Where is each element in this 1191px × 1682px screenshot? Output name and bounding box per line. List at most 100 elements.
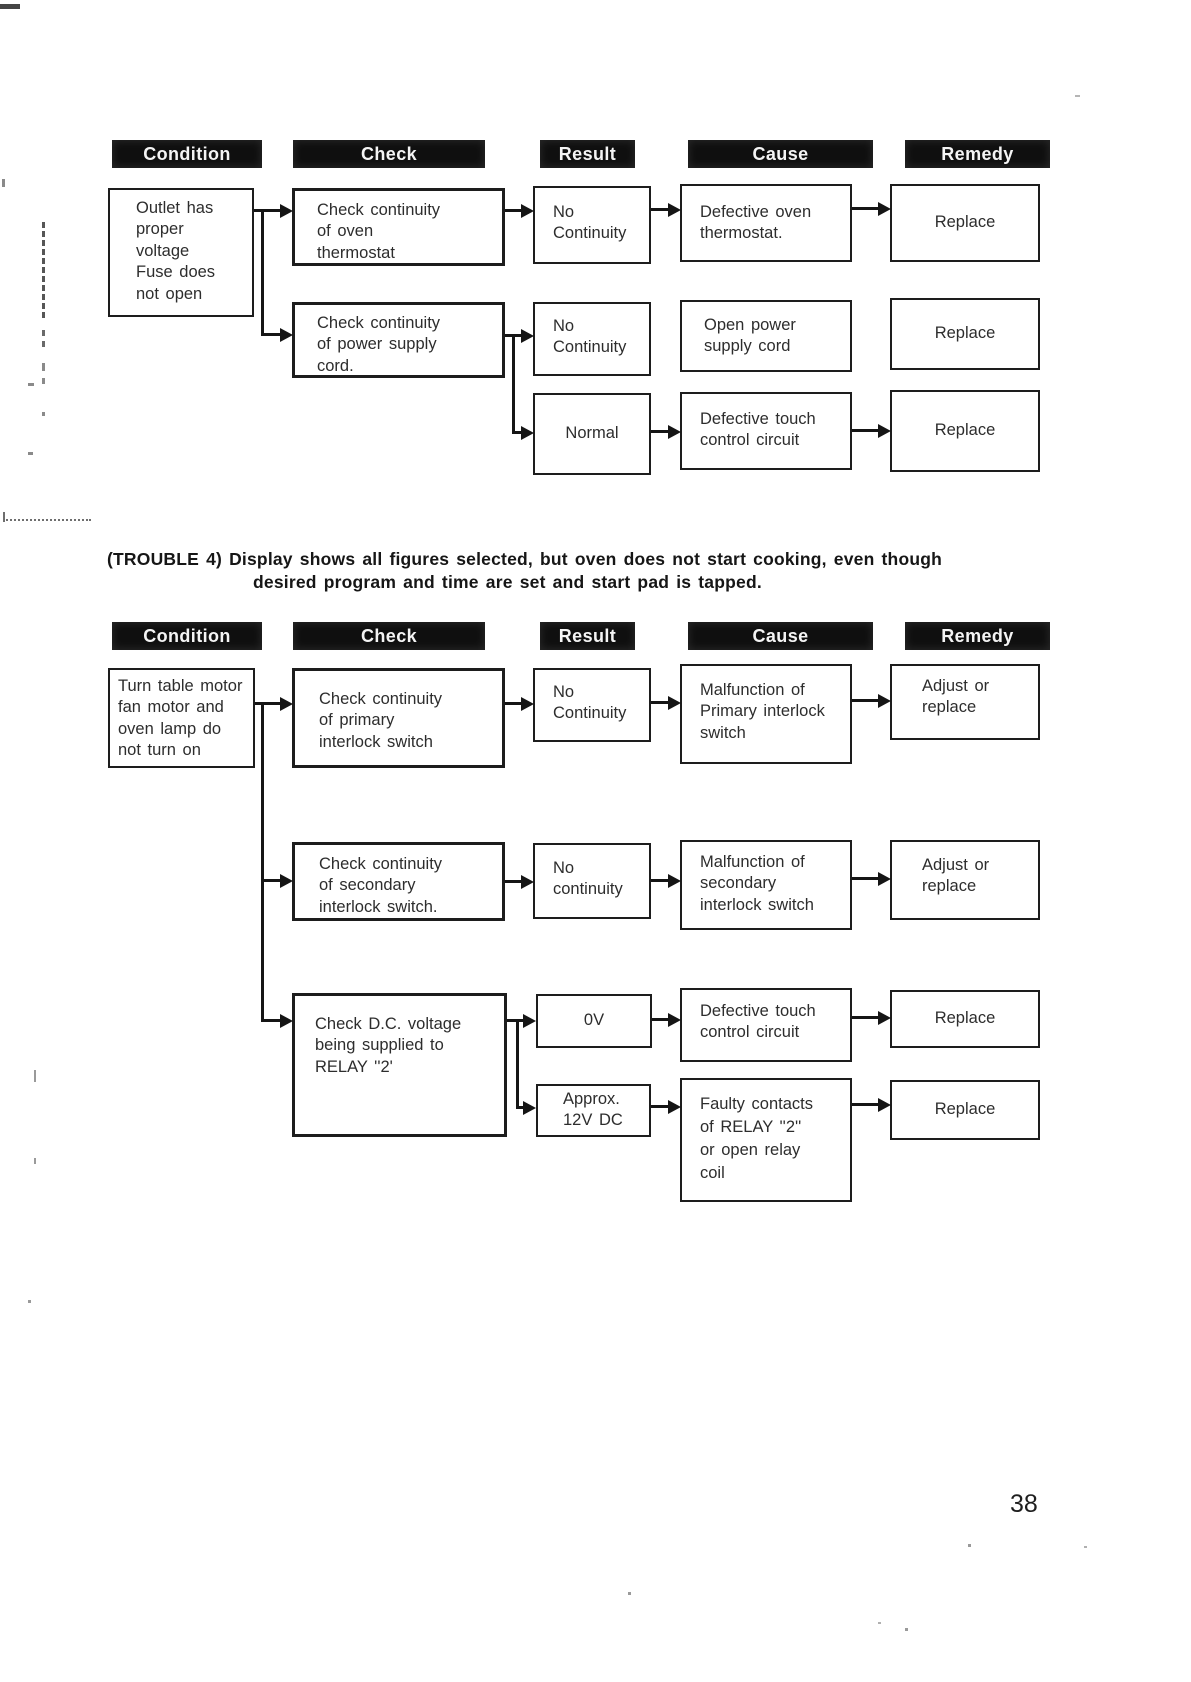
arrowhead <box>878 694 891 708</box>
connector-fc2-cause1-to-remedy1 <box>852 699 880 702</box>
scan-speck <box>34 1070 36 1082</box>
connector-fc2-condition-to-check1 <box>255 702 282 705</box>
arrowhead <box>878 424 891 438</box>
connector-fc2-check3-to-result3 <box>507 1019 523 1022</box>
scan-margin-line <box>42 330 45 347</box>
arrowhead <box>521 204 534 218</box>
arrowhead <box>521 426 534 440</box>
connector-fc2-branch-trunk <box>261 702 264 1022</box>
fc1-cause1-box: Defective oven thermostat. <box>680 184 852 262</box>
fc1-result3-box: Normal <box>533 393 651 475</box>
fc2-remedy1-box: Adjust or replace <box>890 664 1040 740</box>
fc2-header-cause: Cause <box>688 622 873 650</box>
scan-speck <box>1075 95 1080 97</box>
connector-fc2-trunk-to-check3 <box>261 1019 282 1022</box>
fc2-cause1-box: Malfunction of Primary interlock switch <box>680 664 852 764</box>
fc2-cause3-box: Defective touch control circuit <box>680 988 852 1062</box>
connector-fc1-result1-to-cause1 <box>651 208 670 211</box>
fc2-result2-box: No continuity <box>533 843 651 919</box>
fc2-remedy2-box: Adjust or replace <box>890 840 1040 920</box>
connector-fc2-cause2-to-remedy2 <box>852 877 880 880</box>
arrowhead <box>668 203 681 217</box>
fc2-cause4-box: Faulty contacts of RELAY ''2'' or open r… <box>680 1078 852 1202</box>
connector-fc2-result1-to-cause1 <box>651 701 670 704</box>
trouble4-heading-line1: (TROUBLE 4) Display shows all figures se… <box>107 549 942 570</box>
connector-fc1-into-result3 <box>512 431 523 434</box>
fc2-header-remedy: Remedy <box>905 622 1050 650</box>
scan-speck <box>28 452 33 455</box>
arrowhead <box>521 875 534 889</box>
connector-fc1-cause3-to-remedy3 <box>852 429 880 432</box>
arrowhead <box>280 328 293 342</box>
fc2-result4-box: Approx. 12V DC <box>536 1084 651 1137</box>
connector-fc2-branch-to-result4 <box>516 1019 519 1109</box>
connector-fc2-check1-to-result1 <box>505 702 523 705</box>
connector-fc1-condition-to-check1 <box>254 209 282 212</box>
scan-speck <box>968 1544 971 1547</box>
fc1-cause2-box: Open power supply cord <box>680 300 852 372</box>
arrowhead <box>280 874 293 888</box>
arrowhead <box>668 696 681 710</box>
arrowhead <box>523 1101 536 1115</box>
fc2-condition-box: Turn table motor fan motor and oven lamp… <box>108 668 255 768</box>
arrowhead <box>280 1014 293 1028</box>
connector-fc2-check2-to-result2 <box>505 880 523 883</box>
scan-speck <box>628 1592 631 1595</box>
arrowhead <box>878 872 891 886</box>
scan-speck <box>2 179 5 187</box>
scan-speck <box>28 1300 31 1303</box>
fc2-check3-box: Check D.C. voltage being supplied to REL… <box>292 993 507 1137</box>
scan-speck <box>42 378 45 384</box>
scan-speck <box>3 512 5 522</box>
connector-fc2-cause3-to-remedy3 <box>852 1016 880 1019</box>
fc1-check2-box: Check continuity of power supply cord. <box>292 302 505 378</box>
fc2-remedy3-box: Replace <box>890 990 1040 1048</box>
connector-fc1-branch-to-normal <box>512 334 515 434</box>
connector-fc2-trunk-to-check2 <box>261 879 282 882</box>
fc1-header-remedy: Remedy <box>905 140 1050 168</box>
scan-speck <box>42 363 45 371</box>
connector-fc1-result3-to-cause3 <box>651 430 670 433</box>
fc1-remedy2-box: Replace <box>890 298 1040 370</box>
scan-speck <box>878 1622 881 1624</box>
fc1-remedy3-box: Replace <box>890 390 1040 472</box>
fc1-cause3-box: Defective touch control circuit <box>680 392 852 470</box>
fc1-header-result: Result <box>540 140 635 168</box>
trouble4-text: Display shows all figures selected, but … <box>229 549 942 569</box>
fc1-condition-box: Outlet has proper voltage Fuse does not … <box>108 188 254 317</box>
arrowhead <box>521 329 534 343</box>
arrowhead <box>668 425 681 439</box>
arrowhead <box>878 202 891 216</box>
connector-fc2-result2-to-cause2 <box>651 879 670 882</box>
arrowhead <box>280 697 293 711</box>
connector-fc1-cause1-to-remedy1 <box>852 207 880 210</box>
arrowhead <box>523 1014 536 1028</box>
scan-speck <box>28 383 34 386</box>
arrowhead <box>668 1013 681 1027</box>
fc1-check1-box: Check continuity of oven thermostat <box>292 188 505 266</box>
connector-fc2-result3-to-cause3 <box>652 1018 670 1021</box>
fc2-check2-box: Check continuity of secondary interlock … <box>292 842 505 921</box>
trouble4-heading-line2: desired program and time are set and sta… <box>253 572 762 592</box>
arrowhead <box>668 1100 681 1114</box>
scan-speck <box>1084 1546 1087 1548</box>
fc1-header-cause: Cause <box>688 140 873 168</box>
fc2-header-condition: Condition <box>112 622 262 650</box>
fc2-result1-box: No Continuity <box>533 668 651 742</box>
connector-fc2-result4-to-cause4 <box>651 1105 670 1108</box>
fc1-result2-box: No Continuity <box>533 302 651 376</box>
scan-speck <box>42 412 45 416</box>
arrowhead <box>878 1098 891 1112</box>
fc1-remedy1-box: Replace <box>890 184 1040 262</box>
connector-fc2-cause4-to-remedy4 <box>852 1103 880 1106</box>
fc1-result1-box: No Continuity <box>533 186 651 264</box>
arrowhead <box>668 874 681 888</box>
connector-fc1-branch-trunk <box>261 209 264 336</box>
fc2-cause2-box: Malfunction of secondary interlock switc… <box>680 840 852 930</box>
scan-speck <box>34 1158 36 1164</box>
fc1-header-condition: Condition <box>112 140 262 168</box>
arrowhead <box>280 204 293 218</box>
arrowhead <box>878 1011 891 1025</box>
scan-margin-line <box>42 222 45 318</box>
